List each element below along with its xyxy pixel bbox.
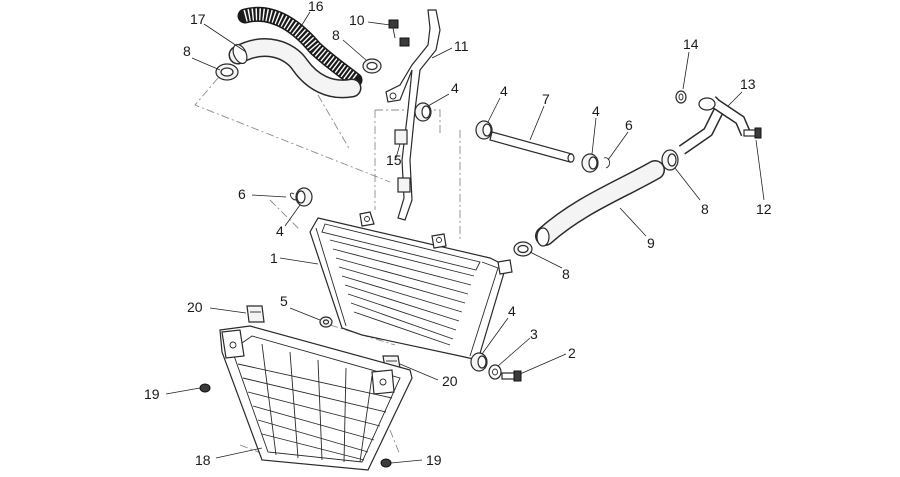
callout-10: 10 xyxy=(349,12,365,28)
guard-mesh xyxy=(237,343,393,463)
callout-8: 8 xyxy=(701,201,709,217)
corrugated-hose-part-16 xyxy=(237,6,363,88)
callout-19: 19 xyxy=(144,386,160,402)
callout-11: 11 xyxy=(454,38,469,54)
bolt-part-10 xyxy=(388,19,410,47)
callout-13: 13 xyxy=(740,76,756,92)
hose-clamp-part-8-left xyxy=(215,63,239,81)
circlip-part-6-left xyxy=(289,192,297,201)
callout-19: 19 xyxy=(426,452,442,468)
callout-4: 4 xyxy=(508,303,516,319)
hose-clamp-part-8-right xyxy=(661,149,679,171)
radiator-bracket-part-11 xyxy=(385,9,441,221)
callout-1: 1 xyxy=(270,250,278,266)
callout-4: 4 xyxy=(276,223,284,239)
callout-7: 7 xyxy=(542,91,550,107)
grommet-part-4-left xyxy=(295,187,313,207)
callout-16: 16 xyxy=(308,0,324,14)
callout-18: 18 xyxy=(195,452,211,468)
grommet-part-4-bottom xyxy=(470,352,488,372)
callout-4: 4 xyxy=(500,83,508,99)
callout-2: 2 xyxy=(568,345,576,361)
callout-8: 8 xyxy=(562,266,570,282)
callout-12: 12 xyxy=(756,201,772,217)
callout-3: 3 xyxy=(530,326,538,342)
callout-4: 4 xyxy=(451,80,459,96)
hose-clamp-part-8-top xyxy=(362,58,382,74)
grommet-part-4-shaft-left xyxy=(475,120,493,140)
screw-part-19-left xyxy=(199,383,211,393)
nut-part-5 xyxy=(319,316,333,328)
callout-17: 17 xyxy=(190,11,206,27)
callout-6: 6 xyxy=(625,117,633,133)
callout-14: 14 xyxy=(683,36,699,52)
washer-part-3 xyxy=(488,364,502,380)
callout-8: 8 xyxy=(332,27,340,43)
callout-20: 20 xyxy=(442,373,458,389)
spring-clip-part-20-top xyxy=(246,305,265,323)
coolant-hose-part-9 xyxy=(535,160,665,247)
washer-part-14 xyxy=(675,90,687,104)
radiator-guard-part-18 xyxy=(219,325,413,471)
callout-8: 8 xyxy=(183,43,191,59)
callout-9: 9 xyxy=(647,235,655,251)
grommet-part-4-shaft-right xyxy=(581,153,599,173)
hose-clamp-part-8-lower xyxy=(513,241,533,257)
callout-20: 20 xyxy=(187,299,203,315)
radiator-part-1 xyxy=(309,211,513,361)
callout-labels: 17 16 8 8 10 11 4 15 4 7 4 6 14 13 12 8 … xyxy=(144,0,772,468)
pin-shaft-part-7 xyxy=(489,131,575,163)
rubber-grommet-part-4-bracket xyxy=(414,102,432,122)
bolt-part-12 xyxy=(743,127,762,139)
callout-leader-lines xyxy=(165,11,765,464)
callout-15: 15 xyxy=(386,152,402,168)
metal-pipe-part-13 xyxy=(678,96,752,155)
callout-4: 4 xyxy=(592,103,600,119)
screw-part-19-bottom xyxy=(380,458,392,468)
callout-5: 5 xyxy=(280,293,288,309)
bolt-part-2 xyxy=(501,370,522,382)
callout-6: 6 xyxy=(238,186,246,202)
circlip-part-6-right xyxy=(603,157,611,169)
spacer-part-15 xyxy=(394,129,411,193)
radiator-core-fins xyxy=(329,239,475,346)
